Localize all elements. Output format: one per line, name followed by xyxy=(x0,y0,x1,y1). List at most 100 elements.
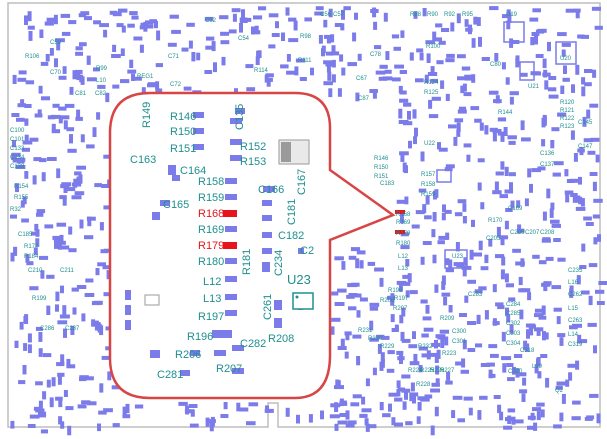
label-c101: C101 xyxy=(10,137,25,143)
pad xyxy=(484,254,489,264)
pad xyxy=(596,301,605,305)
pad xyxy=(79,219,84,229)
pad xyxy=(16,117,25,122)
pad xyxy=(188,404,198,408)
pad xyxy=(527,425,536,430)
pad xyxy=(25,80,35,85)
pad xyxy=(248,402,259,407)
label-r151: R151 xyxy=(170,143,196,155)
label-c80: C80 xyxy=(490,62,502,68)
pad xyxy=(457,199,467,204)
pad xyxy=(509,38,514,48)
pad xyxy=(521,393,526,402)
pad xyxy=(56,362,65,367)
pad xyxy=(112,12,122,17)
pad xyxy=(29,414,40,419)
pad xyxy=(464,19,469,27)
pad xyxy=(501,62,506,70)
pad xyxy=(304,17,312,22)
pad xyxy=(355,92,360,102)
pad xyxy=(572,194,577,203)
label-c136: C136 xyxy=(540,151,555,157)
pad xyxy=(522,377,527,386)
pad xyxy=(537,166,546,171)
pad xyxy=(474,289,483,294)
label-c207: C207 xyxy=(525,230,540,236)
label-r111: R111 xyxy=(298,58,312,64)
pad xyxy=(55,396,63,401)
pad xyxy=(393,46,401,51)
pad xyxy=(380,359,385,368)
pad xyxy=(507,12,512,23)
label-c210: C210 xyxy=(28,268,43,274)
pad xyxy=(445,380,453,385)
pad xyxy=(131,15,139,20)
pad xyxy=(597,234,601,242)
pad xyxy=(315,6,324,11)
pad xyxy=(236,402,241,412)
pad xyxy=(17,77,27,82)
label-c285: C285 xyxy=(506,311,521,317)
pad xyxy=(42,391,47,400)
ic-footprint xyxy=(555,41,577,65)
pad xyxy=(391,328,399,332)
pad xyxy=(100,249,108,254)
pad xyxy=(535,54,544,58)
pad xyxy=(10,214,17,219)
label-c183: C183 xyxy=(380,181,395,187)
pad xyxy=(131,73,135,81)
pad xyxy=(134,404,144,409)
pad xyxy=(330,403,341,408)
pad xyxy=(232,13,237,22)
pad xyxy=(266,79,271,87)
pad xyxy=(400,331,405,342)
pad xyxy=(435,365,440,375)
pad xyxy=(388,403,392,412)
pad xyxy=(27,333,32,343)
label-r158: R158 xyxy=(198,176,224,188)
pad xyxy=(384,69,392,74)
pad xyxy=(573,153,578,162)
pad xyxy=(452,395,463,400)
pad xyxy=(57,376,62,385)
pad xyxy=(60,285,64,294)
pad xyxy=(420,256,425,265)
pad xyxy=(310,67,314,76)
pad xyxy=(444,209,452,214)
pad xyxy=(27,424,36,428)
pad xyxy=(46,379,51,388)
label-u22: U22 xyxy=(424,141,436,147)
pad xyxy=(97,423,101,432)
label-c169: C169 xyxy=(508,206,523,212)
pad xyxy=(391,34,400,39)
label-r159: R159 xyxy=(198,192,224,204)
pad xyxy=(510,200,515,209)
label-reg1: REG1 xyxy=(137,74,154,80)
pad xyxy=(50,114,61,119)
pad xyxy=(103,292,113,297)
label-r227: R227 xyxy=(440,368,455,374)
pad xyxy=(509,96,514,105)
pad xyxy=(75,51,83,56)
pad xyxy=(492,190,502,195)
pad xyxy=(326,35,331,44)
pad xyxy=(373,21,378,30)
pad xyxy=(530,37,535,46)
label-c302: C302 xyxy=(506,321,521,327)
pad xyxy=(493,395,501,399)
pad xyxy=(314,11,324,16)
pad xyxy=(356,310,361,318)
pad xyxy=(66,127,75,132)
pad xyxy=(399,70,407,74)
pad xyxy=(86,55,91,65)
pad xyxy=(24,134,29,144)
label-c165: C165 xyxy=(163,199,189,211)
pad xyxy=(577,34,585,39)
pad xyxy=(516,200,521,208)
pad xyxy=(400,232,409,237)
pad xyxy=(508,297,516,302)
pad xyxy=(296,414,300,424)
label-r231: R231 xyxy=(358,328,373,334)
pad xyxy=(220,31,230,36)
pad xyxy=(37,109,42,117)
